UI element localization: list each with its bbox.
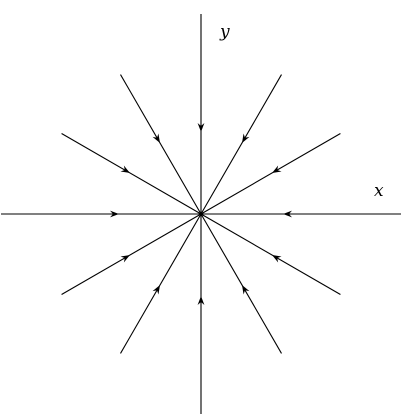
arrowhead-120 bbox=[152, 133, 160, 143]
ray-330 bbox=[200, 213, 341, 295]
arrowhead-150 bbox=[120, 165, 130, 173]
ray-30 bbox=[200, 133, 341, 215]
arrowhead-270 bbox=[197, 296, 205, 305]
y-axis-label: y bbox=[219, 22, 230, 42]
ray-120 bbox=[120, 74, 202, 215]
ray-60 bbox=[200, 74, 282, 215]
arrowhead-180 bbox=[110, 210, 119, 218]
ray-240 bbox=[120, 213, 202, 354]
arrowhead-210 bbox=[120, 255, 130, 263]
trajectory-arrows bbox=[110, 123, 292, 305]
arrowhead-90 bbox=[197, 123, 205, 132]
trajectory-rays bbox=[1, 14, 401, 414]
ray-300 bbox=[200, 213, 282, 354]
x-axis-label: x bbox=[374, 181, 384, 201]
ray-210 bbox=[61, 213, 202, 295]
arrowhead-240 bbox=[152, 285, 160, 295]
ray-150 bbox=[61, 133, 202, 215]
arrowhead-300 bbox=[242, 285, 250, 295]
arrowhead-0 bbox=[283, 210, 292, 218]
arrowhead-30 bbox=[272, 165, 282, 173]
arrowhead-330 bbox=[272, 255, 282, 263]
arrowhead-60 bbox=[242, 133, 250, 143]
